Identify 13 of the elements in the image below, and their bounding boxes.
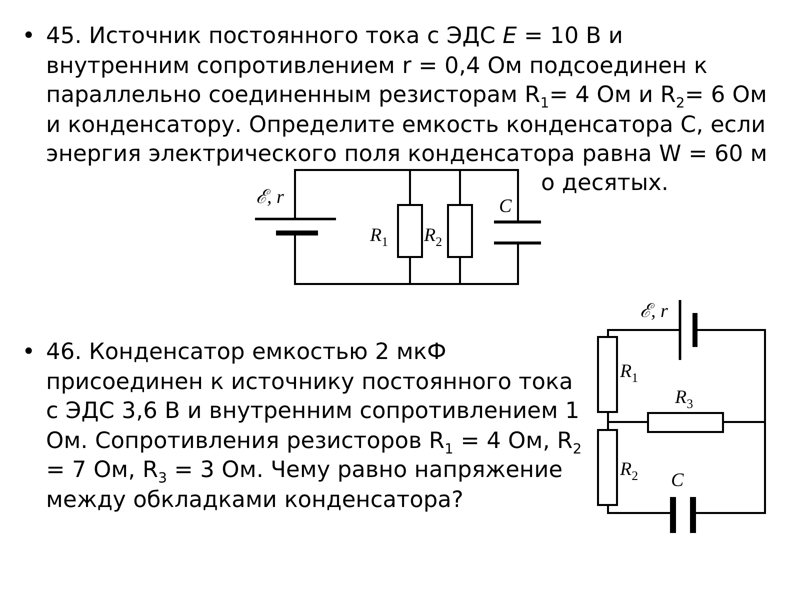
problem-text-fragment: о десятых. — [541, 169, 669, 198]
component-label: R$_{1}$ — [370, 226, 388, 251]
component-label: R$_{2}$ — [620, 460, 638, 485]
component-label: ℰ, r — [640, 302, 668, 322]
bullet: • — [22, 338, 36, 367]
component-label: C — [671, 471, 684, 491]
problem-text: 46. Конденсатор емкостью 2 мкФ присоединен к источнику постоянного тока с ЭДС 3,6 В и внутренним сопротивлением 1 Ом. Сопротивления резисторов R$_{1}$ = 4 Ом, R$_{2}$ = 7 Ом, R$_{3}$ = 3 Ом. Чему равно напряжение между обкладками конденсатора? — [46, 338, 583, 514]
component-label: ℰ, r — [256, 188, 284, 208]
component-label: C — [499, 197, 512, 217]
bullet: • — [22, 22, 36, 51]
component-label: R$_{3}$ — [675, 388, 694, 413]
component-label: R$_{1}$ — [620, 362, 638, 387]
component-label: R$_{2}$ — [424, 226, 442, 251]
